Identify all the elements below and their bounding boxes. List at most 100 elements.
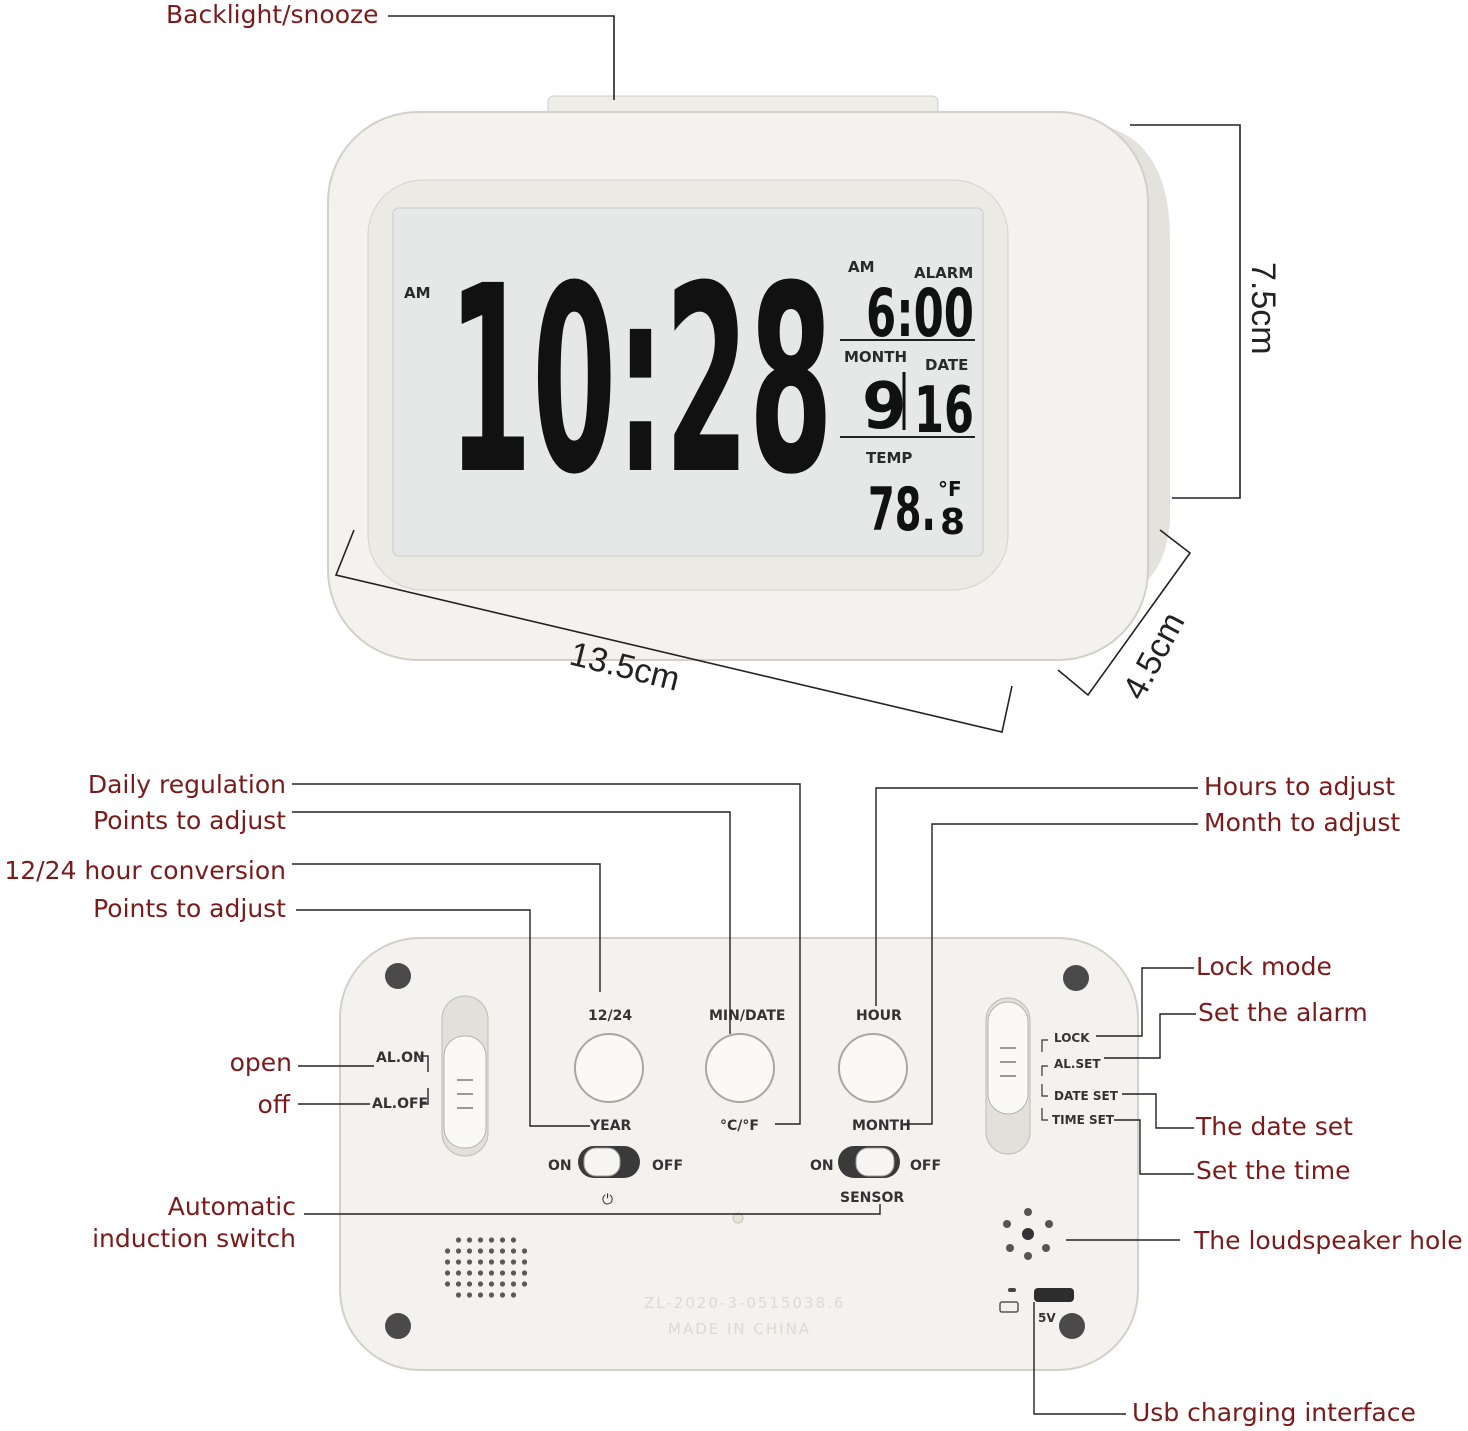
grille-dot: [477, 1259, 484, 1265]
grille-dot: [510, 1292, 517, 1298]
grille-dot: [466, 1248, 473, 1254]
grille-dot: [499, 1248, 506, 1254]
grille-dot: [477, 1281, 484, 1287]
grille-dot: [499, 1281, 506, 1287]
button-min-date[interactable]: [705, 1033, 775, 1103]
grille-dot: [477, 1270, 484, 1276]
usb-5v-label: 5V: [1038, 1311, 1056, 1325]
al-on-label: AL.ON: [376, 1050, 425, 1066]
grille-dot: [488, 1259, 495, 1265]
light-sensor: [732, 1212, 744, 1224]
charge-led: [1008, 1288, 1016, 1292]
time-set-bracket: [1041, 1108, 1048, 1121]
grille-dot: [488, 1281, 495, 1287]
power-icon: ⏻: [602, 1192, 613, 1208]
grille-dot: [466, 1292, 473, 1298]
depth-dimension: [1057, 529, 1192, 697]
callout-usb: Usb charging interface: [1132, 1398, 1416, 1427]
lock-mode-leader: [1096, 967, 1194, 1037]
grille-dot: [455, 1259, 462, 1265]
year-label: YEAR: [589, 1118, 632, 1134]
button-hour[interactable]: [838, 1033, 908, 1103]
lock-label: LOCK: [1054, 1031, 1090, 1045]
hour-conversion-leader: [292, 863, 601, 992]
grille-dot: [455, 1248, 462, 1254]
sensor-label: SENSOR: [840, 1190, 904, 1206]
al-off-bracket: [420, 1088, 429, 1105]
date-set-bracket: [1041, 1084, 1048, 1097]
grille-dot: [455, 1237, 462, 1243]
grille-dot: [499, 1259, 506, 1265]
lcd-screen: [392, 207, 984, 557]
loudspeaker-hole: [1045, 1220, 1053, 1228]
grille-dot: [466, 1281, 473, 1287]
grille-dot: [488, 1292, 495, 1298]
grille-dot: [521, 1259, 528, 1265]
screw-hole: [1063, 965, 1089, 991]
date-value: 16: [914, 374, 974, 448]
temp-unit: °F: [938, 477, 962, 501]
display-ampm: AM: [404, 284, 431, 302]
temp-decimal: 8: [940, 502, 965, 543]
model-text: ZL-2020-3-0515038.6: [644, 1294, 845, 1312]
loudspeaker-hole: [1024, 1208, 1032, 1216]
grille-dot: [444, 1248, 451, 1254]
grille-dot: [510, 1281, 517, 1287]
callout-set-alarm: Set the alarm: [1198, 998, 1368, 1027]
grille-dot: [477, 1237, 484, 1243]
height-label: 7.5cm: [1244, 262, 1282, 355]
callout-auto-induction-1: Automatic: [167, 1192, 296, 1221]
al-set-bracket: [1041, 1065, 1048, 1076]
loudspeaker-hole: [1024, 1252, 1032, 1260]
power-switch-knob[interactable]: [583, 1147, 621, 1177]
grille-dot: [510, 1248, 517, 1254]
callout-off: off: [257, 1090, 290, 1119]
mode-slider-knob[interactable]: [987, 1001, 1029, 1115]
lock-bracket: [1041, 1039, 1048, 1052]
points-adjust-2-leader: [296, 909, 590, 1127]
grille-dot: [488, 1237, 495, 1243]
switch-1-on: ON: [548, 1158, 572, 1174]
grille-dot: [499, 1292, 506, 1298]
temp-value: 78.: [868, 475, 936, 545]
alarm-slider-knob[interactable]: [443, 1035, 487, 1149]
grille-dot: [455, 1292, 462, 1298]
back-case: [339, 937, 1139, 1371]
callout-hours-adjust: Hours to adjust: [1204, 772, 1396, 801]
callout-open: open: [229, 1048, 292, 1077]
callout-set-time: Set the time: [1196, 1156, 1351, 1185]
cf-label: °C/°F: [720, 1118, 759, 1134]
auto-induction-leader: [304, 1204, 881, 1215]
callout-date-set: The date set: [1196, 1112, 1353, 1141]
loudspeaker-hole: [1006, 1244, 1014, 1252]
grille-dot: [477, 1292, 484, 1298]
grille-dot: [510, 1259, 517, 1265]
date-set-label: DATE SET: [1054, 1089, 1119, 1103]
main-time: 10:28: [448, 231, 833, 531]
button-min-date-label: MIN/DATE: [709, 1008, 785, 1024]
grille-dot: [521, 1270, 528, 1276]
battery-icon: [999, 1301, 1019, 1313]
screw-hole: [385, 963, 411, 989]
month-label: MONTH: [844, 348, 907, 366]
button-1224[interactable]: [574, 1033, 644, 1103]
usb-port[interactable]: [1034, 1288, 1074, 1302]
grille-dot: [488, 1248, 495, 1254]
grille-dot: [466, 1237, 473, 1243]
callout-loudspeaker: The loudspeaker hole: [1194, 1226, 1463, 1255]
loudspeaker-hole: [1042, 1244, 1050, 1252]
set-alarm-leader: [1104, 1013, 1196, 1059]
date-label: DATE: [925, 356, 968, 374]
sensor-switch-knob[interactable]: [855, 1147, 895, 1177]
points-adjust-1-leader: [292, 811, 731, 1034]
al-on-bracket: [420, 1055, 429, 1072]
alarm-ampm: AM: [848, 258, 875, 276]
callout-daily-regulation: Daily regulation: [87, 770, 286, 799]
grille-dot: [455, 1270, 462, 1276]
button-1224-label: 12/24: [588, 1008, 632, 1024]
month-value: 9: [862, 370, 907, 444]
usb-leader: [1033, 1302, 1126, 1415]
grille-dot: [444, 1270, 451, 1276]
grille-dot: [466, 1259, 473, 1265]
